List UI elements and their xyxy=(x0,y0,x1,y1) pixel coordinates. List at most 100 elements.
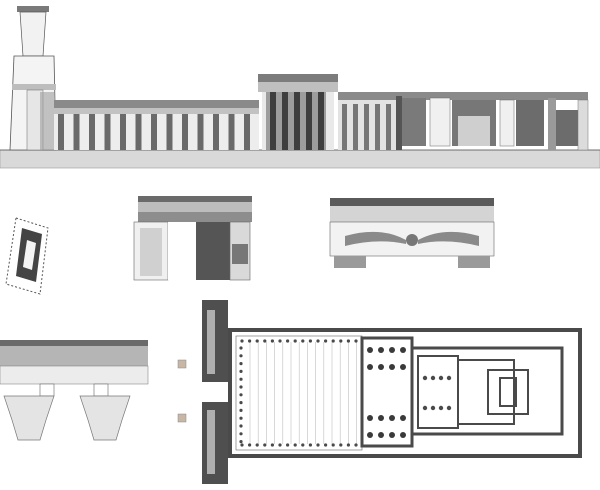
column-base xyxy=(239,440,243,444)
column-base xyxy=(331,443,335,447)
column-base xyxy=(446,375,452,381)
small-site-plan xyxy=(5,217,49,295)
column-base xyxy=(367,415,373,421)
column-base xyxy=(308,339,312,343)
column xyxy=(364,104,369,150)
column-base xyxy=(400,364,406,370)
column-base xyxy=(255,339,259,343)
column-base xyxy=(239,346,243,350)
column-base xyxy=(378,432,384,438)
capital-left xyxy=(3,395,55,441)
column-base xyxy=(301,443,305,447)
column-base xyxy=(339,339,343,343)
column xyxy=(166,114,173,150)
column-base xyxy=(400,432,406,438)
column-base xyxy=(248,443,252,447)
column xyxy=(342,104,347,150)
gateway-elevation xyxy=(133,196,252,281)
column-base xyxy=(239,385,243,389)
column xyxy=(135,114,142,150)
column-base xyxy=(378,415,384,421)
column xyxy=(151,114,157,150)
column xyxy=(228,114,235,150)
capital-right xyxy=(79,395,131,441)
column-base xyxy=(316,339,320,343)
column-base xyxy=(324,443,328,447)
column-base xyxy=(346,443,350,447)
column-base xyxy=(389,364,395,370)
column-base xyxy=(293,443,297,447)
column xyxy=(353,104,358,150)
column xyxy=(282,92,288,150)
column-base xyxy=(239,401,243,405)
column-base xyxy=(422,375,428,381)
column xyxy=(270,92,276,150)
column-base xyxy=(270,443,274,447)
column-base xyxy=(239,393,243,397)
column xyxy=(375,104,380,150)
column xyxy=(306,92,312,150)
column-base xyxy=(278,339,282,343)
column-base xyxy=(438,405,444,411)
marker-square xyxy=(177,413,187,423)
column xyxy=(89,114,95,150)
column xyxy=(73,114,80,150)
column xyxy=(294,92,300,150)
column xyxy=(244,114,250,150)
column xyxy=(120,114,126,150)
column-base xyxy=(263,339,267,343)
ground-plan xyxy=(177,300,582,484)
column-base xyxy=(239,424,243,428)
column-base xyxy=(446,405,452,411)
column xyxy=(318,92,324,150)
column-base xyxy=(389,415,395,421)
column-base xyxy=(286,443,290,447)
column-base xyxy=(400,415,406,421)
column-base xyxy=(400,347,406,353)
column-base xyxy=(354,339,358,343)
column-base xyxy=(239,408,243,412)
column-base xyxy=(263,443,267,447)
column-base xyxy=(301,339,305,343)
winged-disk-lintel xyxy=(329,198,495,268)
column-base xyxy=(293,339,297,343)
column-base xyxy=(240,443,244,447)
column-base xyxy=(248,339,252,343)
column-base xyxy=(316,443,320,447)
colonnade xyxy=(54,100,259,150)
column-base xyxy=(239,362,243,366)
marker-square xyxy=(177,359,187,369)
column-base xyxy=(270,339,274,343)
longitudinal-section xyxy=(0,6,600,169)
column xyxy=(197,114,204,150)
column-base xyxy=(239,432,243,436)
column-base xyxy=(239,354,243,358)
capitals-detail xyxy=(0,340,149,441)
sanctuary-sections xyxy=(338,92,589,151)
pylon-tower xyxy=(9,6,57,151)
column-base xyxy=(430,375,436,381)
column-base xyxy=(389,347,395,353)
column-base xyxy=(324,339,328,343)
column-base xyxy=(367,364,373,370)
column-base xyxy=(422,405,428,411)
column xyxy=(182,114,188,150)
column-base xyxy=(378,347,384,353)
column xyxy=(58,114,64,150)
column-base xyxy=(378,364,384,370)
column xyxy=(213,114,219,150)
column-base xyxy=(240,339,244,343)
column-base xyxy=(239,416,243,420)
column-base xyxy=(286,339,290,343)
column xyxy=(104,114,111,150)
column-base xyxy=(367,347,373,353)
column-base xyxy=(239,369,243,373)
column-base xyxy=(339,443,343,447)
column-base xyxy=(389,432,395,438)
column-base xyxy=(239,377,243,381)
column-base xyxy=(331,339,335,343)
column-base xyxy=(367,432,373,438)
column-base xyxy=(438,375,444,381)
column xyxy=(386,104,391,150)
